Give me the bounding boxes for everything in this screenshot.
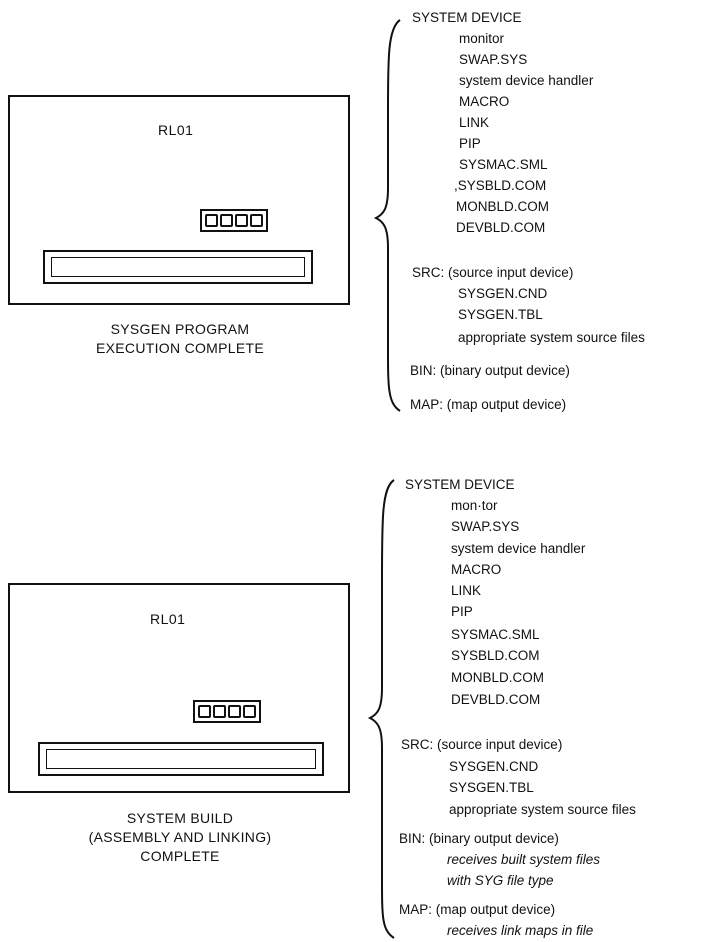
indicator-lights: [200, 209, 268, 232]
file-item: SWAP.SYS: [459, 52, 528, 67]
top-panel: RL01 SYSGEN PROGRAM EXECUTION COMPLETE S…: [0, 0, 717, 430]
system-device-heading: SYSTEM DEVICE: [405, 477, 515, 492]
indicator-light: [228, 705, 241, 718]
curly-brace: [367, 479, 395, 939]
caption: SYSTEM BUILD (ASSEMBLY AND LINKING) COMP…: [40, 809, 320, 866]
device-label: RL01: [150, 611, 186, 627]
file-item: mon·tor: [451, 498, 498, 513]
caption: SYSGEN PROGRAM EXECUTION COMPLETE: [60, 320, 300, 358]
bin-note: with SYG file type: [447, 873, 554, 888]
file-item: LINK: [451, 583, 482, 598]
indicator-light: [250, 214, 263, 227]
indicator-light: [205, 214, 218, 227]
device-label: RL01: [158, 122, 194, 138]
file-item: MONBLD.COM: [456, 199, 550, 214]
file-item: SYSMAC.SML: [451, 627, 540, 642]
indicator-light: [213, 705, 226, 718]
system-device-heading: SYSTEM DEVICE: [412, 10, 522, 25]
caption-line: COMPLETE: [140, 848, 220, 864]
src-heading: SRC: (source input device): [401, 737, 563, 752]
file-item: monitor: [459, 31, 505, 46]
bin-heading: BIN: (binary output device): [410, 363, 570, 378]
file-item: LINK: [459, 115, 490, 130]
file-item: system device handler: [451, 541, 586, 556]
cartridge-slot-inner: [51, 257, 305, 277]
file-item: SYSBLD.COM: [451, 648, 540, 663]
indicator-light: [235, 214, 248, 227]
file-item: MACRO: [451, 562, 502, 577]
cartridge-slot-inner: [46, 749, 316, 769]
map-note: receives link maps in file: [447, 923, 594, 938]
file-item: appropriate system source files: [458, 330, 645, 345]
file-item: SYSGEN.CND: [458, 286, 548, 301]
file-item: appropriate system source files: [449, 802, 636, 817]
rl01-drive-bottom: RL01: [8, 583, 350, 793]
caption-line: EXECUTION COMPLETE: [96, 340, 264, 356]
file-item: DEVBLD.COM: [451, 692, 541, 707]
file-item: SWAP.SYS: [451, 519, 520, 534]
bin-note: receives built system files: [447, 852, 601, 867]
file-item: MACRO: [459, 94, 510, 109]
cartridge-slot: [43, 250, 313, 284]
indicator-light: [198, 705, 211, 718]
file-item: PIP: [451, 604, 473, 619]
file-item: SYSGEN.TBL: [458, 307, 543, 322]
bin-heading: BIN: (binary output device): [399, 831, 559, 846]
file-item: system device handler: [459, 73, 594, 88]
indicator-light: [220, 214, 233, 227]
file-item: SYSGEN.CND: [449, 759, 539, 774]
file-item: DEVBLD.COM: [456, 220, 546, 235]
caption-line: (ASSEMBLY AND LINKING): [88, 829, 272, 845]
caption-line: SYSTEM BUILD: [126, 810, 234, 826]
src-heading: SRC: (source input device): [412, 265, 574, 280]
cartridge-slot: [38, 742, 324, 776]
bottom-panel: RL01 SYSTEM BUILD (ASSEMBLY AND LINKING)…: [0, 460, 717, 942]
indicator-lights: [193, 700, 261, 723]
map-heading: MAP: (map output device): [399, 902, 556, 917]
file-item: ,SYSBLD.COM: [454, 178, 547, 193]
file-item: MONBLD.COM: [451, 670, 545, 685]
rl01-drive-top: RL01: [8, 95, 350, 305]
caption-line: SYSGEN PROGRAM: [110, 321, 250, 337]
map-heading: MAP: (map output device): [410, 397, 567, 412]
indicator-light: [243, 705, 256, 718]
curly-brace: [373, 19, 401, 412]
file-item: SYSMAC.SML: [459, 157, 548, 172]
file-item: PIP: [459, 136, 481, 151]
file-item: SYSGEN.TBL: [449, 780, 534, 795]
